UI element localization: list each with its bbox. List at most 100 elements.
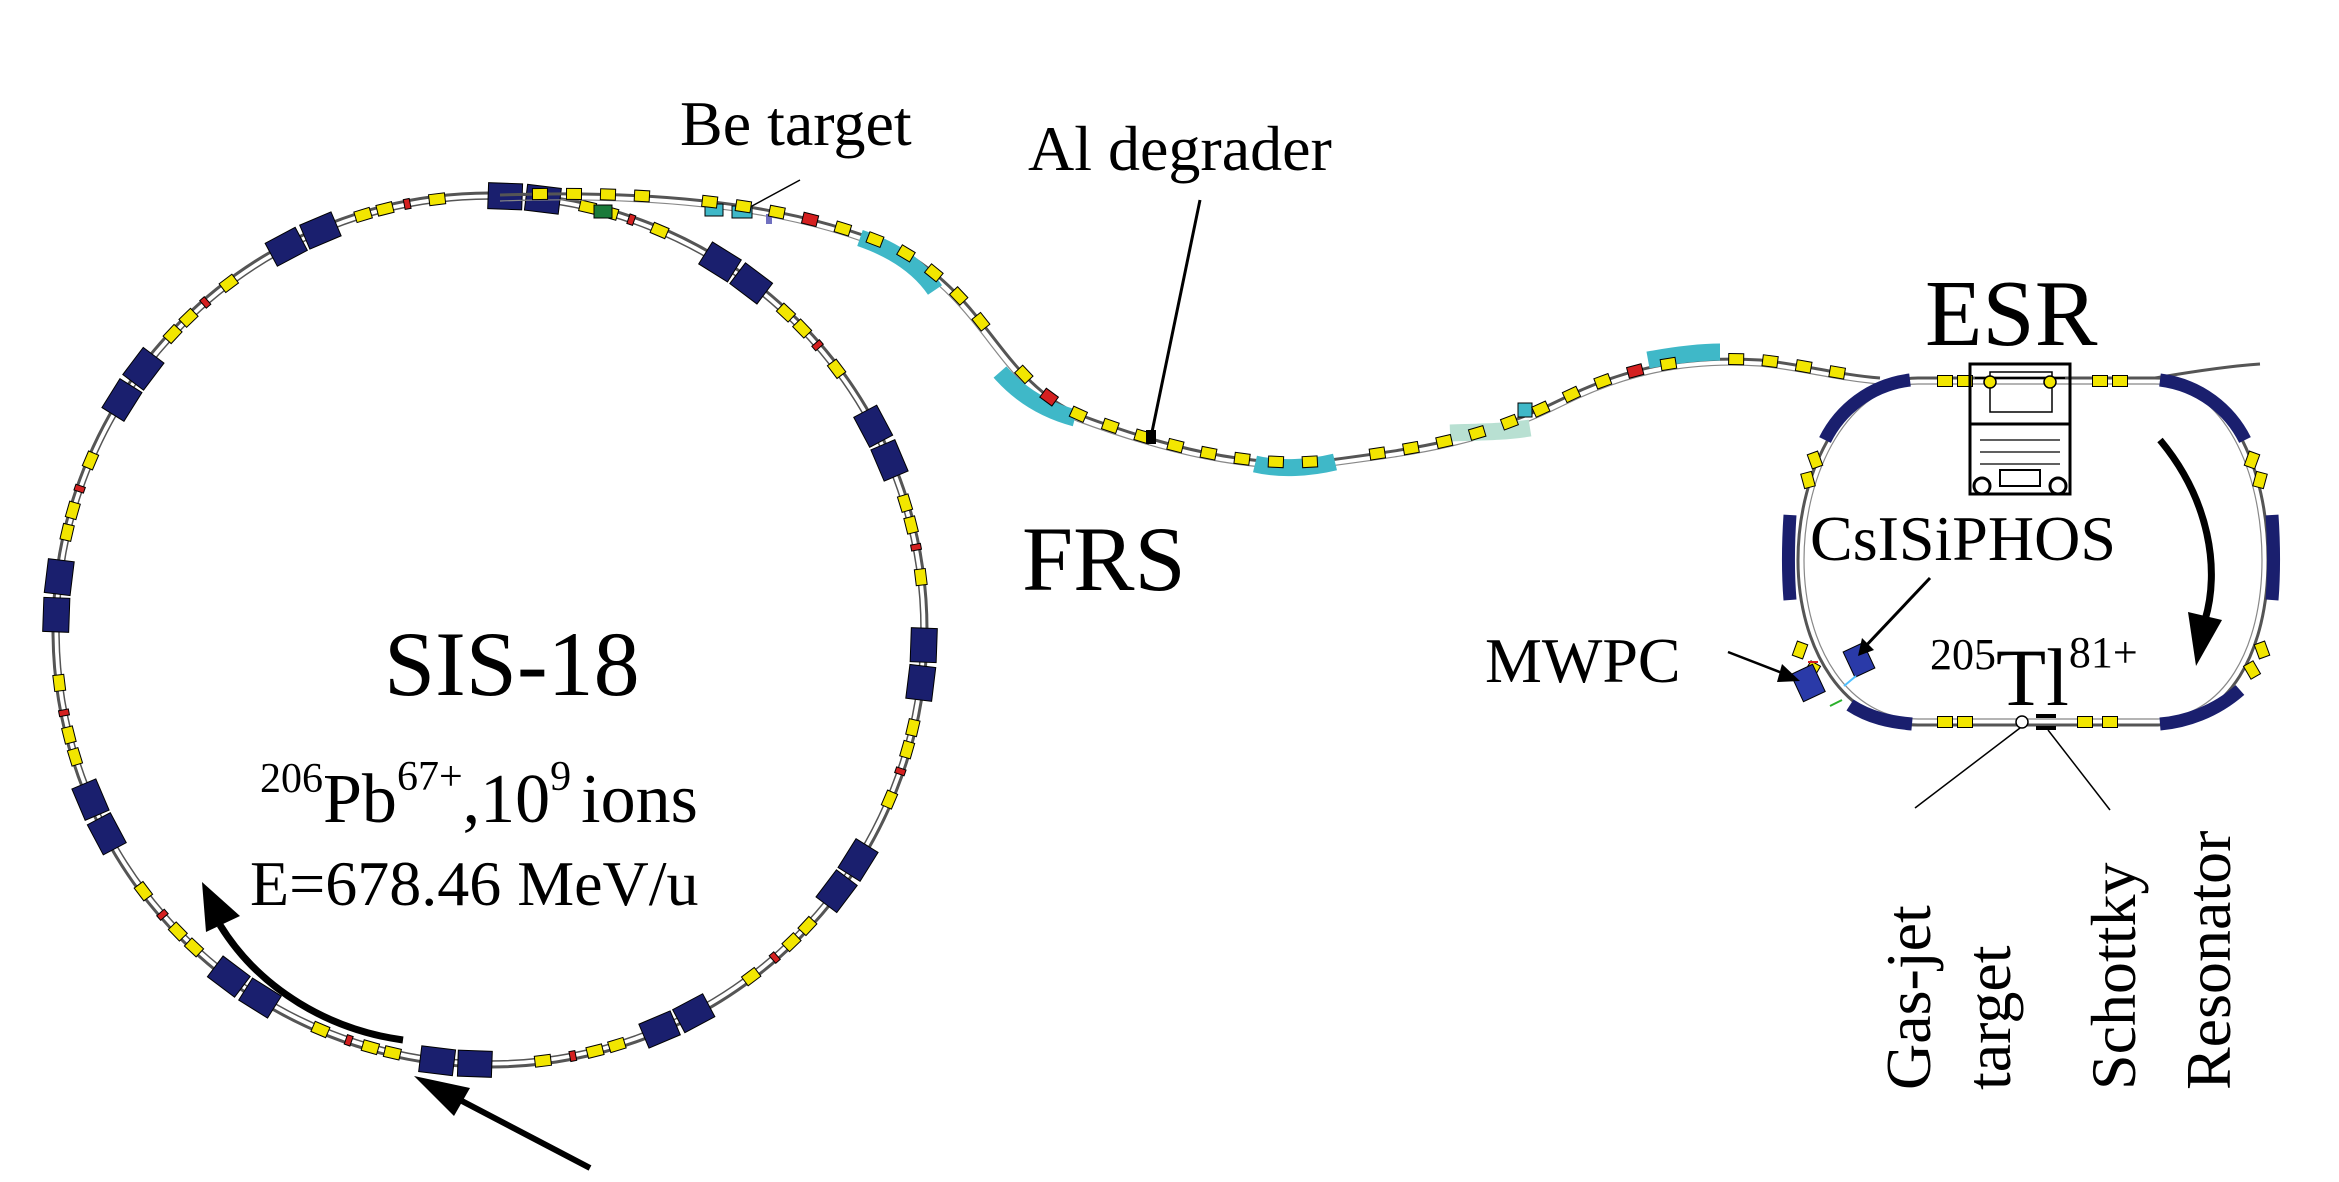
sis-corrector bbox=[568, 1049, 578, 1063]
sis-quadrupole bbox=[64, 500, 81, 521]
frs-quadrupole bbox=[1068, 405, 1089, 424]
esr-quadrupole bbox=[1957, 716, 1973, 728]
sis-quadrupole bbox=[167, 921, 189, 942]
frs-quadrupole bbox=[734, 199, 753, 214]
sis-dipole bbox=[671, 993, 716, 1034]
al-degrader-label: Al degrader bbox=[1028, 113, 1332, 184]
sis-quadrupole bbox=[162, 323, 183, 345]
sis-quadrupole bbox=[533, 1053, 553, 1068]
frs-quadrupole bbox=[971, 311, 991, 332]
frs-quadrupole bbox=[1301, 455, 1319, 469]
sis-dipole bbox=[264, 226, 309, 267]
frs-quadrupole bbox=[1593, 372, 1613, 390]
sis-dipole bbox=[697, 241, 742, 283]
esr-dipole bbox=[2265, 514, 2280, 601]
sis-quadrupole bbox=[353, 206, 373, 224]
csisiphos-arrowhead bbox=[1858, 638, 1874, 656]
sis-quadrupole bbox=[183, 937, 205, 958]
injection-arrow bbox=[414, 1076, 592, 1171]
ion-charge-state: 81+ bbox=[2069, 628, 2138, 677]
sis-dipole bbox=[71, 778, 110, 821]
frs-quadrupole bbox=[1435, 433, 1454, 450]
sis-quadrupole bbox=[740, 966, 762, 987]
sis-dipole bbox=[853, 404, 894, 449]
gas-jet-target-marker bbox=[2015, 715, 2029, 729]
beam-ions-suffix: ions bbox=[581, 761, 698, 838]
sis-corrector bbox=[73, 483, 86, 494]
sis-corrector bbox=[57, 708, 71, 718]
frs-quadrupole bbox=[1625, 363, 1645, 379]
sis-corrector bbox=[402, 197, 412, 211]
sis-quadrupole bbox=[899, 739, 916, 760]
frs-quadrupole bbox=[599, 188, 617, 201]
esr-dipole bbox=[2159, 373, 2251, 444]
esr-quadrupole bbox=[1806, 450, 1824, 470]
beam-mass-number: 206 bbox=[260, 756, 323, 802]
mwpc-pointer bbox=[1727, 650, 1791, 678]
sis-dipole bbox=[238, 977, 283, 1019]
sis-dipole bbox=[206, 955, 251, 998]
sis-corrector bbox=[626, 213, 637, 226]
ion-element: Tl bbox=[1996, 632, 2069, 723]
beam-charge-state: 67+ bbox=[397, 754, 463, 800]
esr-quadrupole bbox=[1937, 716, 1953, 728]
sis-quadrupole bbox=[896, 493, 914, 513]
esr-label: ESR bbox=[1925, 262, 2098, 366]
sis-rotation-arrow bbox=[202, 882, 404, 1044]
esr-dipole bbox=[2159, 685, 2245, 731]
sis-dipole bbox=[638, 1010, 681, 1049]
beam-ions-exponent: 9 bbox=[550, 754, 571, 800]
frs-quadrupole bbox=[565, 187, 583, 200]
frs-quadrupole bbox=[1368, 446, 1387, 461]
esr-quadrupole bbox=[2252, 470, 2268, 490]
esr-quadrupole bbox=[2112, 375, 2128, 387]
sis-quadrupole bbox=[61, 725, 77, 745]
sis-quadrupole bbox=[797, 915, 818, 937]
frs-quadrupole bbox=[923, 263, 944, 283]
frs-magnets bbox=[531, 187, 1847, 477]
sis-quadrupole bbox=[585, 1043, 605, 1059]
frs-dipole bbox=[1449, 419, 1532, 442]
sis-dipole bbox=[456, 1049, 493, 1078]
sis-dipole bbox=[101, 378, 143, 423]
frs-quadrupole bbox=[1467, 424, 1487, 442]
sis-dipole bbox=[299, 211, 342, 250]
frs-label: FRS bbox=[1022, 508, 1186, 610]
sis-corrector bbox=[768, 951, 781, 964]
frs-quadrupole bbox=[767, 204, 786, 220]
mwpc-arrowhead bbox=[1777, 664, 1800, 682]
esr-quadrupole bbox=[2102, 716, 2118, 728]
frs-quadrupole bbox=[948, 286, 969, 306]
sis-quadrupole bbox=[905, 717, 921, 738]
frs-quadrupole bbox=[633, 189, 651, 203]
frs-quadrupole bbox=[1828, 365, 1847, 380]
schottky-pointer bbox=[2047, 729, 2111, 811]
mwpc-label: MWPC bbox=[1485, 625, 1681, 696]
sis-dipole bbox=[815, 869, 858, 914]
sis-quadrupole bbox=[52, 673, 67, 693]
esr-quadrupole bbox=[1791, 640, 1809, 660]
resonator-label-line2: Resonator bbox=[2173, 831, 2244, 1091]
sis-quadrupole bbox=[81, 450, 100, 471]
sis18-label: SIS-18 bbox=[384, 613, 640, 715]
sis-corrector bbox=[199, 296, 212, 309]
csisiphos-label: CsISiPHOS bbox=[1810, 503, 2116, 574]
sis-quadrupole bbox=[310, 1020, 331, 1039]
frs-quadrupole bbox=[1166, 437, 1185, 454]
sis-dipole bbox=[418, 1045, 457, 1077]
gas-jet-label-line1: Gas-jet bbox=[1873, 905, 1944, 1090]
esr-quadrupole bbox=[2242, 660, 2262, 680]
sis-dipole bbox=[122, 346, 165, 391]
frs-quadrupole bbox=[1039, 387, 1060, 407]
sis-quadrupole bbox=[218, 273, 240, 294]
sis-quadrupole bbox=[360, 1039, 381, 1056]
frs-quadrupole bbox=[1100, 417, 1120, 435]
frs-quadrupole bbox=[1499, 413, 1520, 431]
esr-rotation-arrow bbox=[2157, 437, 2222, 666]
sis-dipole bbox=[909, 627, 938, 664]
frs-dipole bbox=[1253, 453, 1337, 477]
ion-mass-number: 205 bbox=[1930, 630, 1996, 679]
esr-quadrupole bbox=[2077, 716, 2093, 728]
esr-dipole bbox=[1846, 699, 1913, 731]
